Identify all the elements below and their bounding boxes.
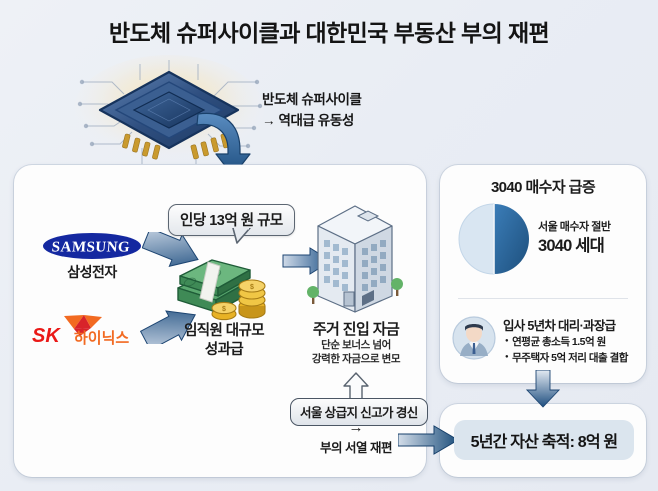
samsung-to-bonus-arrow-icon (141, 227, 204, 276)
callout-tail-icon (232, 226, 252, 244)
chip-caption-line2: → 역대급 유동성 (262, 112, 354, 128)
upward-arrow-icon (343, 372, 369, 400)
apartment-building-icon (300, 192, 410, 316)
office-worker-avatar-icon (452, 316, 496, 360)
housing-sub-line2: 강력한 자금으로 변모 (311, 353, 401, 366)
worker-title: 입사 5년차 대리·과장급 (503, 319, 616, 333)
wealth-rank-label: 부의 서열 재편 (320, 441, 392, 455)
samsung-logo: SAMSUNG (42, 232, 142, 260)
page-title: 반도체 슈퍼사이클과 대한민국 부동산 부의 재편 (108, 20, 550, 46)
result-down-arrow-icon (525, 369, 561, 408)
chip-caption: 반도체 슈퍼사이클 → 역대급 유동성 (262, 90, 442, 132)
svg-text:SAMSUNG: SAMSUNG (51, 240, 131, 256)
cpu-chip-icon (62, 52, 277, 177)
buyers-pie-chart (457, 202, 531, 276)
panel-divider (458, 298, 628, 299)
housing-subtitle: 단순 보너스 넘어 강력한 자금으로 변모 (284, 338, 428, 367)
bonus-scale-callout: 인당 13억 원 규모 (168, 204, 295, 236)
seoul-record-price-chip: 서울 상급지 신고가 경신 (290, 398, 428, 426)
svg-text:$: $ (222, 306, 226, 313)
result-banner: 5년간 자산 축적: 8억 원 (454, 420, 634, 460)
sk-hynix-logo: SK 하이닉스 (30, 312, 148, 347)
flow-to-result-arrow-icon (397, 424, 460, 456)
bonus-label-line2: 성과급 (204, 341, 244, 358)
pie-annotation-sub: 서울 매수자 절반 (538, 221, 611, 233)
buyers-title: 3040 매수자 급증 (490, 179, 596, 196)
svg-text:하이닉스: 하이닉스 (74, 330, 129, 346)
chip-caption-line1: 반도체 슈퍼사이클 (262, 92, 362, 107)
worker-bullet: 무주택자 5억 저리 대출 결합 (505, 350, 655, 365)
rank-arrow-glyph: → (348, 419, 364, 436)
cash-stack-icon: $ $ (172, 244, 280, 322)
bonus-label: 임직원 대규모 성과급 (158, 322, 290, 360)
svg-text:$: $ (250, 284, 254, 291)
housing-sub-line1: 단순 보너스 넘어 (321, 339, 391, 351)
housing-title: 주거 진입 자금 (312, 321, 400, 338)
result-text: 5년간 자산 축적: 8억 원 (470, 434, 618, 451)
pie-annotation-main: 3040 세대 (538, 237, 605, 255)
bonus-label-line1: 임직원 대규모 (184, 323, 264, 339)
samsung-label: 삼성전자 (67, 264, 117, 280)
svg-text:SK: SK (32, 325, 61, 346)
worker-bullet: 연평균 총소득 1.5억 원 (505, 334, 655, 349)
